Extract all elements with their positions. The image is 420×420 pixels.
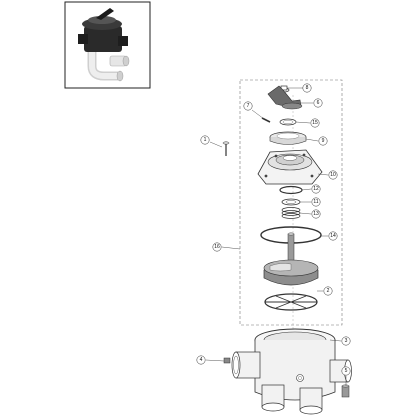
callout-number: 7 xyxy=(247,103,250,109)
part-washer-top xyxy=(279,118,297,126)
part-spring xyxy=(281,207,301,219)
callout-bubble xyxy=(212,242,222,252)
callout-9: 9 xyxy=(318,136,328,146)
callout-bubble xyxy=(311,184,321,194)
callout-10: 10 xyxy=(328,170,338,180)
callout-2: 2 xyxy=(323,286,333,296)
callout-bubble xyxy=(341,366,351,376)
callout-number: 14 xyxy=(330,233,336,239)
callout-4: 4 xyxy=(196,355,206,365)
callout-bubble xyxy=(200,135,210,145)
part-screw xyxy=(222,141,230,156)
part-cap xyxy=(269,131,307,145)
callout-13: 13 xyxy=(311,209,321,219)
callout-bubble xyxy=(311,209,321,219)
part-plug xyxy=(223,357,231,364)
callout-bubble xyxy=(323,286,333,296)
callout-number: 15 xyxy=(312,120,318,126)
callout-bubble xyxy=(341,336,351,346)
callout-15: 15 xyxy=(310,118,320,128)
callout-5: 5 xyxy=(341,366,351,376)
callout-number: 16 xyxy=(214,244,220,250)
callout-number: 8 xyxy=(306,85,309,91)
callout-bubble xyxy=(302,83,312,93)
callout-12: 12 xyxy=(311,184,321,194)
part-handle xyxy=(267,85,303,110)
callout-11: 11 xyxy=(311,197,321,207)
callout-6: 6 xyxy=(313,98,323,108)
callout-1: 1 xyxy=(200,135,210,145)
callout-number: 1 xyxy=(204,137,207,143)
callout-16: 16 xyxy=(212,242,222,252)
callout-bubble xyxy=(243,101,253,111)
callout-bubble xyxy=(328,231,338,241)
part-cover xyxy=(257,149,323,185)
callout-3: 3 xyxy=(341,336,351,346)
callout-number: 3 xyxy=(345,338,348,344)
callout-bubble xyxy=(318,136,328,146)
part-spider-gasket xyxy=(264,293,318,311)
part-oring-12 xyxy=(279,185,303,195)
callout-14: 14 xyxy=(328,231,338,241)
part-side-fitting xyxy=(341,384,350,398)
callout-7: 7 xyxy=(243,101,253,111)
callout-8: 8 xyxy=(302,83,312,93)
inset-photo xyxy=(64,1,151,89)
callout-bubble xyxy=(313,98,323,108)
callout-number: 13 xyxy=(313,211,319,217)
callout-number: 10 xyxy=(330,172,336,178)
callout-number: 11 xyxy=(313,199,318,205)
callout-number: 4 xyxy=(200,357,203,363)
callout-bubble xyxy=(311,197,321,207)
callout-number: 6 xyxy=(317,100,320,106)
part-rotor xyxy=(263,232,319,286)
callouts xyxy=(205,87,347,386)
part-washer-11 xyxy=(281,198,301,206)
callout-number: 2 xyxy=(327,288,330,294)
callout-number: 5 xyxy=(345,368,348,374)
assembly-boundary xyxy=(239,79,343,326)
part-valve-body xyxy=(231,328,352,415)
callout-bubble xyxy=(196,355,206,365)
callout-number: 12 xyxy=(313,186,319,192)
callout-bubble xyxy=(310,118,320,128)
callout-bubble xyxy=(328,170,338,180)
callout-number: 9 xyxy=(322,138,325,144)
